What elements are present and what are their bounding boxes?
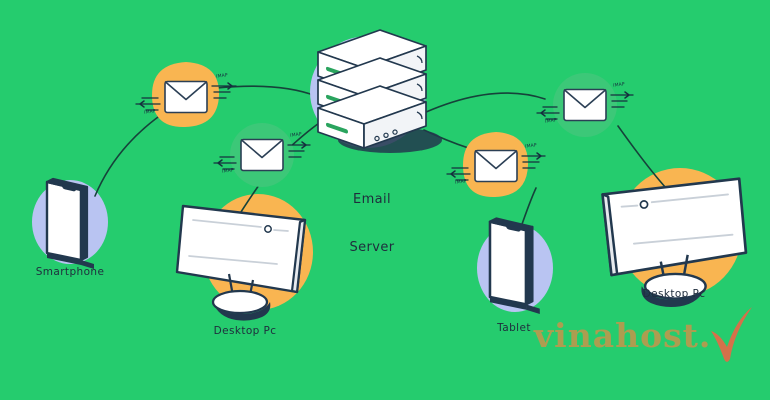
device-tablet-graphic xyxy=(488,217,542,316)
mail-node-desktop-right-graphic xyxy=(536,73,634,137)
mail-node-desktop-left-graphic xyxy=(213,123,311,187)
mail-node-tablet-graphic xyxy=(446,132,546,198)
watermark-text: vinahost. xyxy=(534,316,712,355)
watermark-check-icon xyxy=(711,307,752,362)
device-smartphone-graphic xyxy=(45,177,96,271)
device-desktop-pc-left-graphic xyxy=(175,204,307,322)
email-server-graphic xyxy=(310,29,442,153)
mail-node-smartphone-graphic xyxy=(135,62,237,128)
device-desktop-pc-right-graphic xyxy=(601,177,748,309)
